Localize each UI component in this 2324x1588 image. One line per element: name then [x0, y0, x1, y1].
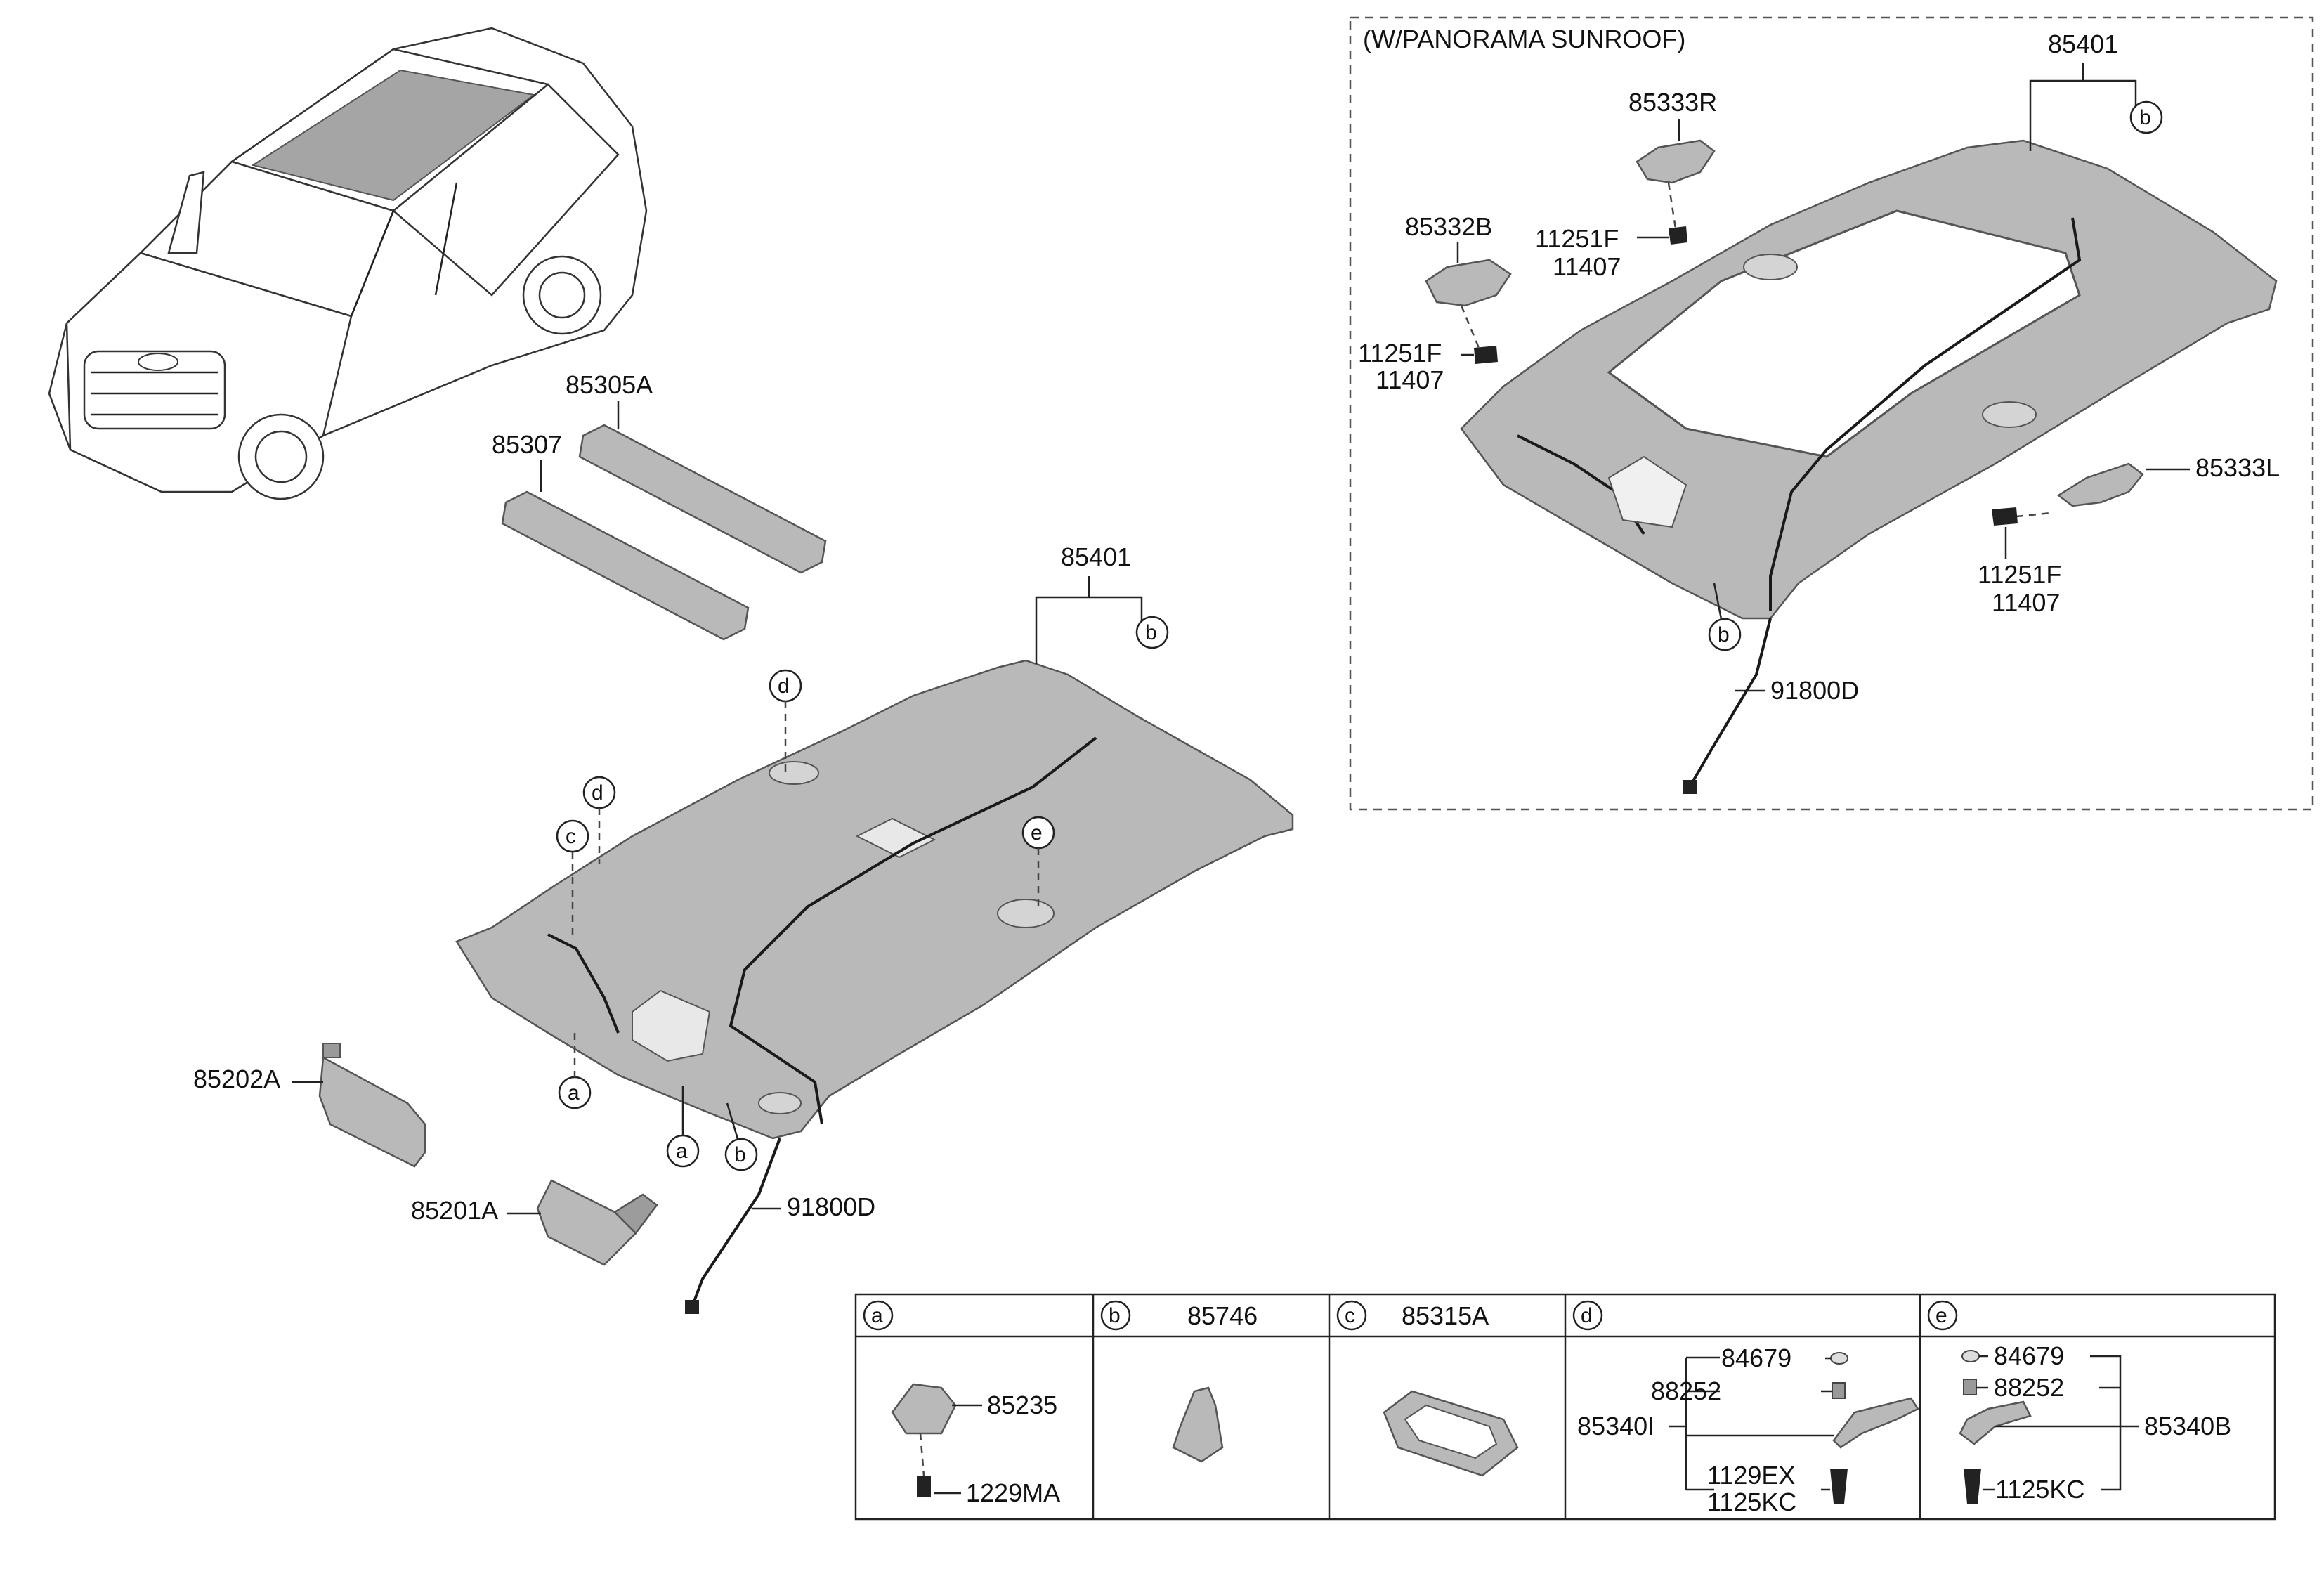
table-d-88252: 88252 — [1651, 1377, 1721, 1405]
sun-visor-85201A — [536, 1179, 658, 1266]
label-85333L: 85333L — [2195, 453, 2280, 482]
wiring-91800D-main — [685, 1138, 781, 1314]
bolt-2 — [1460, 305, 1498, 364]
label-85401-pano: 85401 — [2048, 30, 2118, 58]
label-91800D-main: 91800D — [787, 1192, 875, 1221]
label-bolt2-11407: 11407 — [1376, 365, 1444, 394]
table-e-85340B: 85340B — [2144, 1412, 2231, 1440]
bolt-1 — [1667, 182, 1687, 245]
grab-handle-85340B — [1959, 1400, 2032, 1445]
table-b-part: 85746 — [1187, 1301, 1258, 1330]
roof-pad-85307 — [501, 490, 750, 641]
callout-a-2: a — [676, 1140, 688, 1163]
table-d-1125KC: 1125KC — [1707, 1488, 1796, 1516]
part-85746-clip — [1172, 1386, 1224, 1463]
bracket-85332B — [1425, 259, 1512, 307]
label-85307: 85307 — [492, 430, 562, 459]
bracket-85333L — [2056, 462, 2144, 507]
part-85235-lamp — [891, 1383, 957, 1435]
callout-b-2: b — [734, 1143, 746, 1166]
bracket-85333R — [1636, 139, 1716, 184]
panorama-box — [1349, 16, 2314, 811]
label-85401-main: 85401 — [1061, 542, 1131, 571]
label-85332B: 85332B — [1405, 212, 1492, 241]
table-header-d: d — [1581, 1304, 1593, 1327]
table-header-e: e — [1935, 1304, 1947, 1327]
label-bolt1-11407: 11407 — [1553, 252, 1621, 281]
label-bolt2-11251F: 11251F — [1358, 339, 1442, 367]
panorama-title: (W/PANORAMA SUNROOF) — [1363, 25, 1685, 53]
label-85305A: 85305A — [566, 370, 653, 399]
callout-a-1: a — [568, 1081, 580, 1105]
table-header-c: c — [1345, 1304, 1355, 1327]
table-header-b: b — [1109, 1304, 1121, 1327]
table-e-1125KC: 1125KC — [1995, 1475, 2084, 1504]
parts-table — [854, 1293, 2276, 1521]
headlining-main — [455, 659, 1294, 1140]
callout-d-1: d — [778, 675, 790, 698]
callout-d-2: d — [592, 781, 603, 805]
label-bolt1-11251F: 11251F — [1535, 224, 1619, 253]
label-bolt3-11251F: 11251F — [1978, 560, 2061, 589]
label-85202A: 85202A — [193, 1065, 280, 1093]
callout-e: e — [1031, 821, 1043, 845]
sun-visor-85202A — [318, 1043, 426, 1168]
callout-b-main: b — [1145, 621, 1157, 644]
bolt-3 — [1992, 507, 2052, 526]
wiring-91800D-pano — [1683, 618, 1772, 794]
table-d-1129EX: 1129EX — [1707, 1461, 1795, 1490]
table-d-84679: 84679 — [1721, 1343, 1791, 1372]
grab-handle-85340I — [1832, 1397, 1919, 1449]
table-a-85235: 85235 — [987, 1391, 1057, 1419]
callout-b-pano: b — [2139, 106, 2151, 129]
table-d-85340I: 85340I — [1577, 1412, 1654, 1440]
label-85201A: 85201A — [411, 1196, 498, 1225]
table-c-part: 85315A — [1402, 1301, 1489, 1330]
table-e-88252: 88252 — [1994, 1373, 2064, 1402]
table-a-1229MA: 1229MA — [966, 1478, 1060, 1507]
car-illustration — [48, 27, 648, 500]
table-e-84679: 84679 — [1994, 1341, 2064, 1370]
table-header-a: a — [871, 1304, 883, 1327]
headlining-panorama — [1460, 139, 2278, 620]
callout-c: c — [566, 825, 576, 848]
label-91800D-pano: 91800D — [1770, 676, 1859, 705]
roof-pad-85305A — [578, 424, 827, 574]
label-85333R: 85333R — [1628, 88, 1717, 117]
callout-b-pano-2: b — [1718, 623, 1730, 646]
label-bolt3-11407: 11407 — [1992, 588, 2060, 617]
part-85315A-bezel — [1383, 1390, 1519, 1477]
